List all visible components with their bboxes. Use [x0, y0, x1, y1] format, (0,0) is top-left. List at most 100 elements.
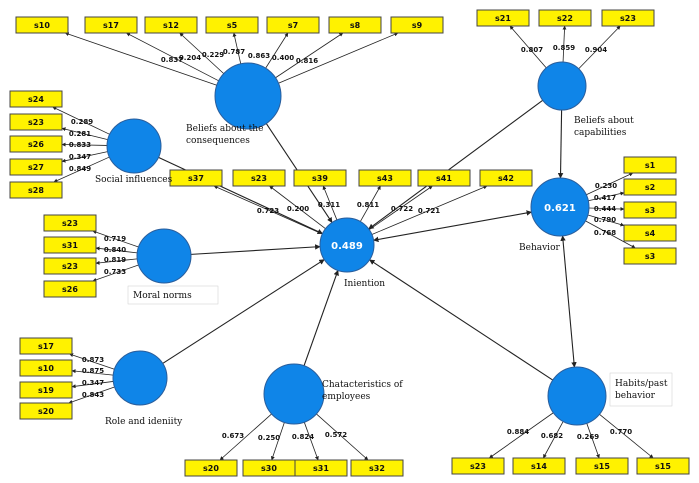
indicator-label: s2 — [645, 183, 655, 192]
path-social-to-intention — [158, 156, 324, 235]
loading-line-employees-3 — [303, 422, 319, 461]
loading-value-employees-2: 0.250 — [258, 434, 280, 442]
loading-value-behavior-5: 0.768 — [594, 229, 616, 237]
indicator-box-role-1: s17 — [19, 337, 73, 355]
indicator-box-capabilities-2: s22 — [538, 9, 592, 27]
indicator-label: s43 — [377, 174, 393, 183]
indicator-box-employees-3: s31 — [294, 459, 348, 477]
loading-value-social-4: 0.347 — [69, 153, 91, 161]
indicator-label: s23 — [62, 262, 78, 271]
indicator-box-role-3: s19 — [19, 381, 73, 399]
path-habits-to-intention — [369, 259, 554, 381]
indicator-box-intention-2: s23 — [232, 169, 286, 187]
indicator-label: s23 — [62, 219, 78, 228]
indicator-label: s20 — [203, 464, 219, 473]
indicator-label: s28 — [28, 186, 44, 195]
indicator-label: s9 — [412, 21, 423, 30]
loading-line-capabilities-1 — [509, 25, 547, 69]
loading-value-consequences-4: 0.787 — [223, 48, 245, 56]
loading-line-intention-5 — [368, 185, 433, 230]
indicator-box-role-2: s10 — [19, 359, 73, 377]
indicator-label: s30 — [261, 464, 277, 473]
loading-line-behavior-3 — [588, 207, 625, 212]
loading-value-social-2: 0.281 — [69, 130, 91, 138]
indicator-box-consequences-2: s17 — [84, 16, 138, 34]
path-capabilities-to-intention — [368, 99, 544, 230]
indicator-label: s8 — [350, 21, 361, 30]
loading-value-intention-6: 0.721 — [418, 207, 440, 215]
loading-value-employees-1: 0.673 — [222, 432, 244, 440]
loading-line-habits-2 — [542, 421, 564, 459]
path-habits-to-behavior — [560, 235, 577, 368]
loading-line-role-1 — [69, 353, 115, 370]
loading-line-habits-1 — [488, 412, 554, 459]
path-employees-to-intention — [303, 269, 339, 366]
loading-value-capabilities-3: 0.904 — [585, 46, 607, 54]
construct-role — [112, 350, 168, 406]
loading-line-social-5 — [53, 156, 110, 183]
construct-social — [106, 118, 162, 174]
indicator-label: s42 — [498, 174, 514, 183]
loading-line-intention-2 — [269, 185, 326, 229]
construct-intention — [319, 217, 375, 273]
indicator-label: s4 — [645, 229, 656, 238]
indicator-box-behavior-2: s2 — [623, 178, 677, 196]
indicator-label: s1 — [645, 161, 656, 170]
construct-habits — [547, 366, 607, 426]
loading-line-habits-3 — [586, 423, 600, 459]
indicator-label: s31 — [62, 241, 78, 250]
loading-line-consequences-7 — [278, 32, 399, 84]
loading-line-moral-1 — [92, 230, 139, 248]
loading-value-behavior-1: 0.230 — [595, 182, 617, 190]
loading-value-intention-2: 0.200 — [287, 205, 309, 213]
loading-line-employees-4 — [316, 413, 369, 461]
indicator-box-behavior-4: s4 — [623, 224, 677, 242]
loading-line-social-3 — [61, 142, 108, 147]
indicator-box-consequences-7: s9 — [390, 16, 444, 34]
loading-value-behavior-2: 0.417 — [594, 194, 616, 202]
loading-value-consequences-2: 0.204 — [179, 54, 201, 62]
indicator-box-capabilities-3: s23 — [601, 9, 655, 27]
indicator-box-intention-6: s42 — [479, 169, 533, 187]
indicator-box-moral-3: s23 — [43, 257, 97, 275]
loading-line-employees-2 — [270, 422, 285, 461]
loading-value-consequences-7: 0.816 — [296, 57, 318, 65]
loading-value-behavior-3: 0.444 — [594, 205, 616, 213]
loading-line-social-4 — [61, 151, 108, 163]
label-intention: Iniention — [344, 279, 385, 289]
indicator-box-habits-1: s23 — [451, 457, 505, 475]
indicator-label: s26 — [62, 285, 78, 294]
indicator-label: s14 — [531, 462, 547, 471]
loading-line-intention-4 — [359, 185, 381, 222]
indicator-box-habits-2: s14 — [512, 457, 566, 475]
path-intention-to-behavior — [373, 210, 532, 243]
indicator-label: s3 — [645, 252, 655, 261]
indicator-label: s23 — [251, 174, 267, 183]
loading-value-role-4: 0.843 — [82, 391, 104, 399]
loading-value-moral-4: 0.733 — [104, 268, 126, 276]
path-capabilities-to-behavior — [557, 109, 564, 179]
loading-value-behavior-4: 0.790 — [594, 216, 616, 224]
loading-line-behavior-2 — [588, 191, 625, 202]
construct-moral — [136, 228, 192, 284]
indicator-box-behavior-3: s3 — [623, 201, 677, 219]
loading-line-behavior-5 — [585, 220, 636, 249]
loading-value-consequences-5: 0.863 — [248, 52, 270, 60]
indicator-box-moral-2: s31 — [43, 236, 97, 254]
label-role: Role and ideniity — [105, 417, 183, 427]
loading-line-social-1 — [52, 106, 110, 135]
loading-value-habits-2: 0.682 — [541, 432, 563, 440]
loading-line-consequences-1 — [64, 32, 217, 86]
label-social: Social influences — [95, 175, 173, 185]
r-squared-behavior: 0.621 — [544, 203, 576, 214]
loading-line-capabilities-2 — [562, 25, 567, 63]
loading-line-consequences-5 — [265, 32, 289, 69]
loading-line-consequences-2 — [126, 32, 219, 82]
indicator-label: s5 — [227, 21, 238, 30]
indicator-label: s32 — [369, 464, 385, 473]
indicator-box-intention-3: s39 — [293, 169, 347, 187]
